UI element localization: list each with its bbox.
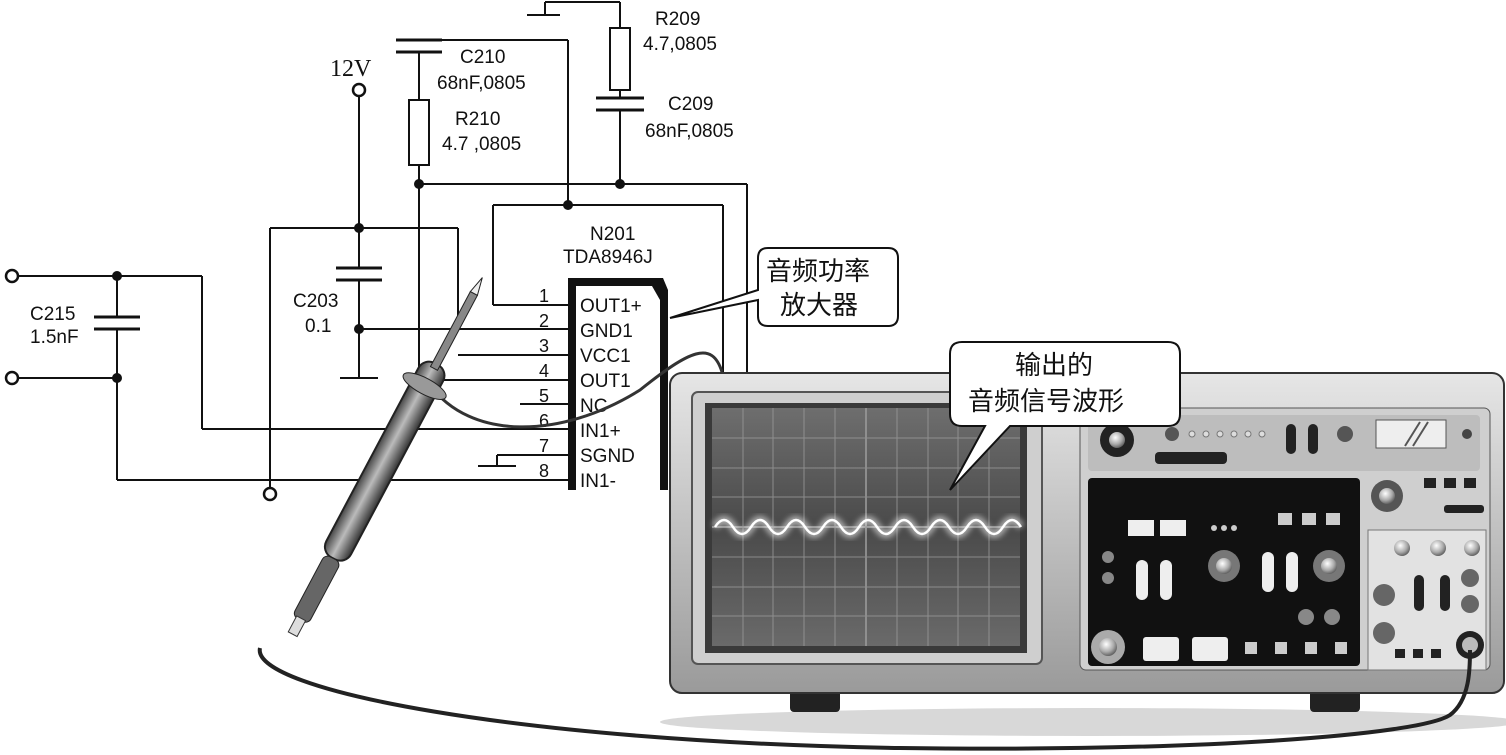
waveform-callout-line2: 音频信号波形 (968, 387, 1124, 417)
pin-8-number: 8 (539, 461, 549, 481)
pin-8-name: IN1- (580, 471, 616, 492)
pin-3-number: 3 (539, 336, 549, 356)
r210-name: R210 (455, 109, 500, 130)
terminal-input-bottom (4, 370, 20, 386)
ic-name: N201 (590, 224, 635, 245)
ic-n201 (568, 278, 668, 492)
capacitor-c215 (94, 315, 140, 331)
c210-value: 68nF,0805 (437, 73, 526, 94)
c209-value: 68nF,0805 (645, 121, 734, 142)
capacitor-c210 (396, 38, 442, 54)
r210-value: 4.7 ,0805 (442, 134, 521, 155)
pin-5-number: 5 (539, 386, 549, 406)
capacitor-c203 (336, 266, 382, 282)
probe (287, 277, 483, 638)
pin-6-name: IN1+ (580, 421, 621, 442)
terminal-ground (262, 486, 278, 502)
waveform-callout: 输出的 音频信号波形 (949, 341, 1181, 491)
r209-value: 4.7,0805 (643, 34, 717, 55)
capacitor-c209 (596, 96, 644, 112)
amplifier-callout: 音频功率 放大器 (669, 247, 899, 327)
schematic-wires (18, 1, 748, 488)
resistor-r209 (609, 27, 631, 91)
ic-part: TDA8946J (563, 247, 653, 268)
r209-name: R209 (655, 9, 700, 30)
audio-waveform (713, 518, 1023, 536)
pin-1-name: OUT1+ (580, 296, 642, 317)
pin-2-name: GND1 (580, 321, 633, 342)
terminals (4, 82, 367, 502)
c210-name: C210 (460, 47, 505, 68)
terminal-12v (351, 82, 367, 98)
oscilloscope (660, 372, 1506, 736)
pin-7-number: 7 (539, 436, 549, 456)
amplifier-callout-line2: 放大器 (780, 291, 858, 321)
pin-6-number: 6 (539, 411, 549, 431)
waveform-callout-line1: 输出的 (1015, 351, 1093, 381)
terminal-input-top (4, 268, 20, 284)
c215-name: C215 (30, 304, 75, 325)
pin-7-name: SGND (580, 446, 635, 467)
junction-dots (112, 179, 625, 383)
c203-value: 0.1 (305, 316, 331, 337)
pin-4-name: OUT1 (580, 371, 631, 392)
c203-name: C203 (293, 291, 338, 312)
resistor-r210 (408, 99, 430, 166)
amplifier-callout-line1: 音频功率 (766, 257, 870, 287)
pin-2-number: 2 (539, 311, 549, 331)
pin-4-number: 4 (539, 361, 549, 381)
probe-ground-lead (428, 351, 724, 429)
probe-cable (257, 647, 1472, 751)
pin-3-name: VCC1 (580, 346, 631, 367)
c209-name: C209 (668, 94, 713, 115)
c215-value: 1.5nF (30, 327, 79, 348)
supply-label: 12V (330, 56, 372, 82)
pin-1-number: 1 (539, 286, 549, 306)
